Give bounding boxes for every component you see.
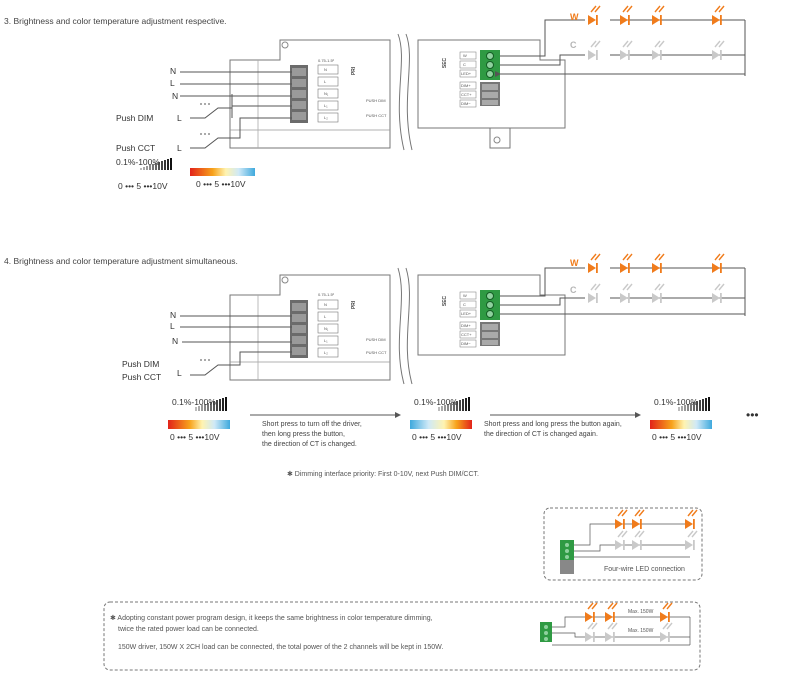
s4-wire-n-bottom: N [172, 336, 179, 346]
section3-cool-leds [587, 40, 725, 61]
s4-out-ledp: LED+ [461, 311, 472, 316]
s4-push-dim-small: PUSH DIM [366, 337, 386, 342]
s3-push-cct-small: PUSH CCT [366, 113, 387, 118]
s3-push-cct-wire: L [177, 143, 182, 153]
s4-term-l: L [324, 314, 327, 319]
s3-sec-label: SEC [442, 57, 449, 69]
priority-note: ✱ Dimming interface priority: First 0-10… [287, 471, 479, 478]
s3-led-w-label: W [570, 12, 579, 22]
s4-term-n: N [324, 302, 327, 307]
stage2-gradient [410, 420, 472, 429]
step1-line2: then long press the button, [262, 431, 345, 438]
stage2-range: 0.1%-100% [414, 397, 458, 407]
step1-description: Short press to turn off the driver, then… [262, 420, 362, 450]
s3-push-dim-small: PUSH DIM [366, 98, 386, 103]
s4-led-w-label: W [570, 258, 579, 268]
stage1-range: 0.1%-100% [172, 397, 216, 407]
section4-cool-leds [587, 283, 725, 304]
s4-sec-label: SEC [442, 295, 449, 307]
power-max1: Max. 150W [628, 609, 654, 615]
s4-out-dimp: DIM+ [461, 323, 471, 328]
s3-input-rating: 0.75-1.5² [318, 58, 335, 63]
section3-cct-gradient [190, 168, 255, 176]
s3-dim-range: 0.1%-100% [116, 157, 160, 167]
s4-pri-label: PRI [351, 300, 358, 310]
s3-wire-l-top: L [170, 78, 175, 88]
power-max2: Max. 150W [628, 628, 654, 634]
stage1-scale: 0 ••• 5 •••10V [170, 432, 220, 442]
s4-input-rating: 0.75-1.5² [318, 292, 335, 297]
s3-term-n: N [324, 67, 327, 72]
s4-push-dim-label: Push DIM [122, 359, 160, 369]
s3-pri-label: PRI [351, 66, 358, 76]
s4-push-wire: L [177, 368, 182, 378]
step2-line2: the direction of CT is changed again. [484, 431, 598, 438]
section3-warm-leds [587, 5, 725, 26]
s3-push-cct-label: Push CCT [116, 143, 156, 153]
s3-led-c-label: C [570, 40, 577, 50]
section4-input-wires [180, 315, 292, 376]
s3-push-dim-wire: L [177, 113, 182, 123]
s3-term-l: L [324, 79, 327, 84]
section3-led-wiring [495, 19, 746, 77]
power-note-line3: 150W driver, 150W X 2CH load can be conn… [118, 644, 444, 651]
s4-term-l1: L₁ [324, 338, 328, 343]
section4-title: 4. Brightness and color temperature adju… [4, 256, 238, 266]
s3-voltage-left: 0 ••• 5 •••10V [118, 181, 168, 191]
step1-line3: the direction of CT is changed. [262, 441, 357, 448]
stage3-scale: 0 ••• 5 •••10V [652, 432, 702, 442]
s3-out-ledp: LED+ [461, 71, 472, 76]
s3-out-dimm: DIM− [461, 101, 471, 106]
s3-out-cctp: CCT+ [461, 92, 472, 97]
s3-out-dimp: DIM+ [461, 83, 471, 88]
s4-wire-n-top: N [170, 310, 177, 320]
four-wire-inset-frame [543, 507, 703, 581]
section3-driver [229, 33, 566, 151]
s4-led-c-label: C [570, 285, 577, 295]
s3-term-l2: L₂ [324, 115, 328, 120]
four-wire-label: Four-wire LED connection [604, 566, 685, 573]
power-note-line1: ✱ Adopting constant power program design… [110, 615, 433, 622]
stage3-range: 0.1%-100% [654, 397, 698, 407]
s3-voltage-right: 0 ••• 5 •••10V [196, 179, 246, 189]
s3-out-c: C [463, 62, 466, 67]
s4-out-dimm: DIM− [461, 341, 471, 346]
s3-wire-n-bottom: N [172, 91, 179, 101]
power-note-frame [103, 601, 701, 671]
s4-out-w: W [463, 293, 467, 298]
section4-led-wiring [500, 267, 746, 316]
section4-driver [229, 267, 566, 385]
s3-term-n1: N₁ [324, 91, 329, 96]
section3-gray-gradient [117, 170, 179, 178]
s3-out-w: W [463, 53, 467, 58]
s4-wire-l-top: L [170, 321, 175, 331]
stages-ellipsis: ••• [746, 408, 759, 422]
stage3-gradient [650, 420, 712, 429]
stage1-gradient [168, 420, 230, 429]
step1-line1: Short press to turn off the driver, [262, 421, 362, 428]
step2-description: Short press and long press the button ag… [484, 420, 622, 440]
s4-push-cct-small: PUSH CCT [366, 350, 387, 355]
s4-out-cctp: CCT+ [461, 332, 472, 337]
s4-term-n1: N₁ [324, 326, 329, 331]
s3-wire-n-top: N [170, 66, 177, 76]
section4-warm-leds [587, 253, 725, 274]
s4-term-l2: L₂ [324, 350, 328, 355]
section3-title: 3. Brightness and color temperature adju… [4, 16, 227, 26]
section3-input-wires [180, 71, 292, 149]
s4-out-c: C [463, 302, 466, 307]
stage2-scale: 0 ••• 5 •••10V [412, 432, 462, 442]
four-wire-inset-diagram [560, 509, 698, 574]
power-inset-diagram [540, 602, 691, 646]
power-note-line2: twice the rated power load can be connec… [118, 626, 259, 633]
s3-push-dim-label: Push DIM [116, 113, 154, 123]
s4-push-cct-label: Push CCT [122, 372, 162, 382]
step2-line1: Short press and long press the button ag… [484, 421, 622, 428]
s3-term-l1: L₁ [324, 103, 328, 108]
